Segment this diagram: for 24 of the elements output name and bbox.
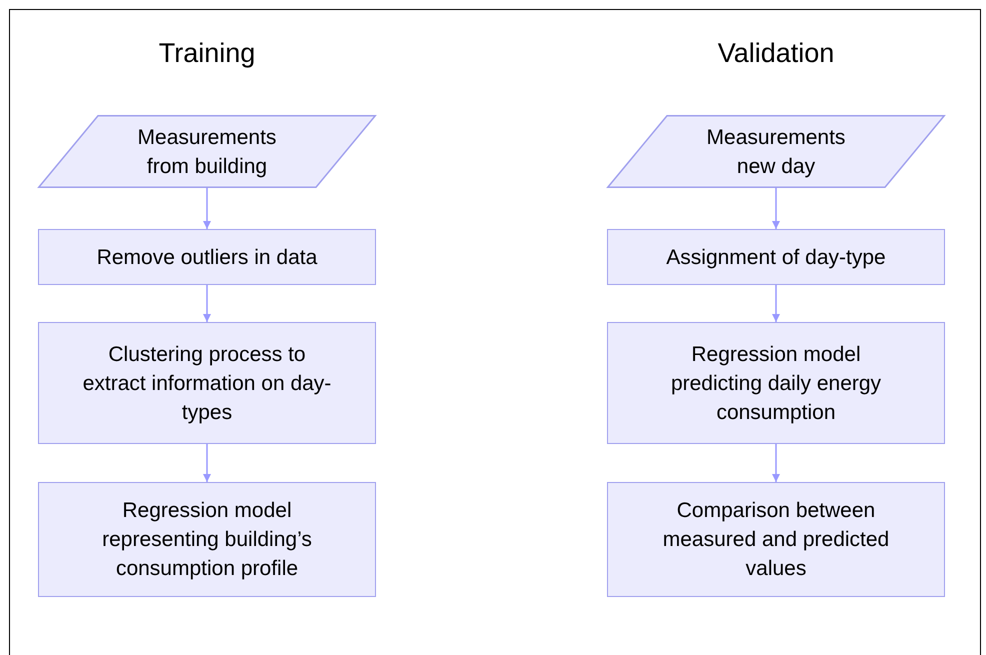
process-box <box>38 229 376 285</box>
process-box <box>38 322 376 444</box>
column-heading: Validation <box>716 38 836 69</box>
arrow <box>772 188 780 229</box>
data-parallelogram <box>607 115 945 188</box>
process-box <box>607 229 945 285</box>
node-text: Measurements from building <box>136 124 278 180</box>
node-text: Comparison between measured and predicted values <box>662 498 890 582</box>
node-text: Remove outliers in data <box>96 244 318 270</box>
process-box <box>38 482 376 597</box>
process-box <box>607 322 945 444</box>
node-text: Assignment of day-type <box>666 244 886 270</box>
node-text: Regression model predicting daily energy consumption <box>670 342 882 426</box>
data-parallelogram <box>38 115 376 188</box>
process-box <box>607 482 945 597</box>
arrow <box>203 444 211 482</box>
arrow <box>772 444 780 482</box>
node-text: Regression model representing building’s consumption profile <box>101 498 313 582</box>
node-text: Clustering process to extract information on day-types <box>82 342 332 426</box>
arrow <box>203 188 211 229</box>
arrow <box>203 285 211 322</box>
arrow <box>772 285 780 322</box>
node-text: Measurements new day <box>706 124 846 180</box>
column-heading: Training <box>158 38 256 69</box>
